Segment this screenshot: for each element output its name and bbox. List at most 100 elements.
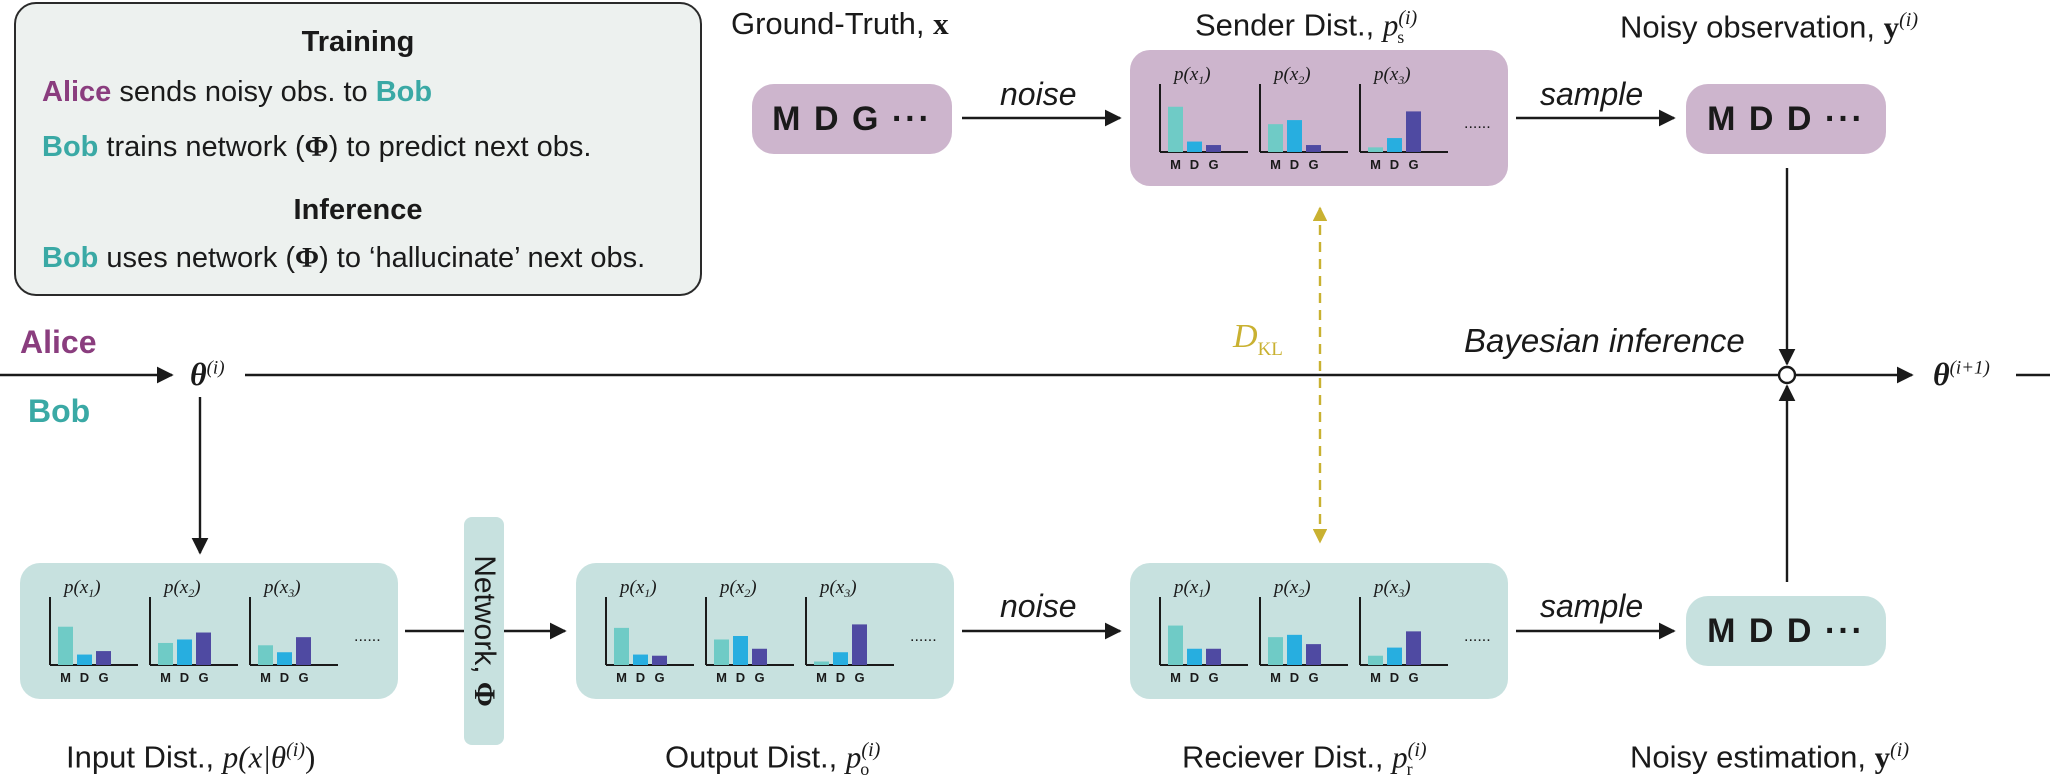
- superscript-i: (i): [1890, 739, 1910, 761]
- hist-header-sub: 1: [88, 586, 94, 600]
- hist-header-sub: 1: [1198, 73, 1204, 87]
- hist-header: p(x2): [162, 577, 201, 600]
- hist-header: p(x3): [262, 577, 301, 600]
- hist-bar-d: [833, 652, 848, 665]
- hist-category-label: D: [1290, 670, 1299, 685]
- hist-header-sub: 2: [188, 586, 194, 600]
- legend-box: Training Alice sends noisy obs. to Bob B…: [14, 2, 702, 296]
- sample-label-top: sample: [1540, 76, 1644, 112]
- hist-bar-g: [852, 624, 867, 665]
- receiver-dist-label: Reciever Dist., p(i)r: [1182, 739, 1427, 778]
- hist-category-label: M: [716, 670, 727, 685]
- hist-bar-d: [733, 636, 748, 665]
- hist-category-label: M: [60, 670, 71, 685]
- training-title: Training: [301, 26, 415, 58]
- hist-bar-d: [1387, 138, 1402, 152]
- bob-word: Bob: [375, 76, 433, 108]
- hist-header: p(x3): [1372, 64, 1411, 87]
- hist-header: p(x2): [1272, 577, 1311, 600]
- hist-header-sub: 1: [1198, 586, 1204, 600]
- hist-bar-m: [158, 642, 173, 665]
- hist-bar-g: [1306, 145, 1321, 152]
- network-box: [464, 517, 504, 745]
- hist-category-label: M: [160, 670, 171, 685]
- hist-ellipsis: ......: [1464, 115, 1491, 132]
- hist-header: p(x2): [1272, 64, 1311, 87]
- hist-header-sub: 2: [1298, 73, 1304, 87]
- hist-category-label: G: [1208, 670, 1218, 685]
- hist-ellipsis: ......: [354, 628, 381, 645]
- p-symbol: p: [845, 739, 862, 775]
- hist-category-label: M: [816, 670, 827, 685]
- dkl-label: DKL: [1233, 320, 1283, 359]
- hist-ellipsis: ......: [1464, 628, 1491, 645]
- legend-text: trains network (: [98, 131, 305, 163]
- hist-bar-d: [1387, 647, 1402, 665]
- output-dist-label: Output Dist., p(i)o: [665, 739, 880, 778]
- inference-title: Inference: [293, 194, 423, 226]
- hist-bar-g: [1406, 631, 1421, 665]
- noisy-observation-sequence: M D D ···: [1686, 84, 1886, 154]
- hist-category-label: D: [1290, 157, 1299, 172]
- superscript-i1: (i+1): [1949, 357, 1990, 379]
- hist-header-sub: 3: [1397, 73, 1404, 87]
- hist-ellipsis: ......: [910, 628, 937, 645]
- hist-category-label: G: [198, 670, 208, 685]
- hist-bar-g: [96, 651, 111, 665]
- hist-header: p(x2): [718, 577, 757, 600]
- p-symbol: p: [1382, 7, 1399, 43]
- hist-bar-d: [177, 639, 192, 665]
- hist-header-close: ): [1303, 577, 1310, 598]
- hist-bar-g: [1306, 644, 1321, 665]
- p-symbol: p: [1392, 739, 1408, 775]
- hist-category-label: M: [1170, 670, 1181, 685]
- network-label: Network, Φ: [467, 555, 501, 707]
- hist-bar-g: [1206, 145, 1221, 152]
- x-symbol: x: [933, 6, 949, 41]
- superscript-i: (i): [1407, 739, 1427, 761]
- hist-header: p(x1): [1172, 577, 1211, 600]
- input-text: Input Dist.,: [66, 739, 223, 775]
- hist-bar-d: [1287, 634, 1302, 665]
- hist-bar-d: [1187, 141, 1202, 152]
- hist-category-label: M: [1270, 157, 1281, 172]
- hist-header: p(x1): [618, 577, 657, 600]
- hist-header-close: ): [1403, 64, 1410, 85]
- hist-bar-m: [1368, 147, 1383, 152]
- hist-header-close: ): [1303, 64, 1310, 85]
- hist-category-label: G: [1208, 157, 1218, 172]
- hist-header-sub: 3: [287, 586, 294, 600]
- legend-text: ) to ‘hallucinate’ next obs.: [319, 242, 646, 274]
- hist-bar-g: [296, 637, 311, 665]
- sample-label-bottom: sample: [1540, 588, 1644, 624]
- hist-header: p(x1): [62, 577, 101, 600]
- hist-header-sub: 2: [744, 586, 750, 600]
- hist-bar-m: [58, 626, 73, 665]
- output-text: Output Dist.,: [665, 739, 846, 775]
- noise-label-top: noise: [1000, 76, 1077, 112]
- hist-bar-m: [614, 627, 629, 665]
- legend-line-bob-uses: Bob uses network (Φ) to ‘hallucinate’ ne…: [42, 242, 645, 275]
- bayesian-inference-label: Bayesian inference: [1464, 322, 1745, 359]
- theta-i-label: θ(i): [190, 358, 225, 390]
- legend-text: uses network (: [98, 242, 296, 274]
- bayes-node: [1777, 365, 1797, 385]
- hist-bar-g: [1406, 111, 1421, 152]
- hist-category-label: G: [1408, 157, 1418, 172]
- theta-i1-label: θ(i+1): [1933, 358, 1990, 390]
- bob-word: Bob: [42, 242, 99, 274]
- hist-header-sub: 3: [843, 586, 850, 600]
- noisy-est-text: Noisy estimation,: [1630, 739, 1875, 775]
- alice-label: Alice: [20, 324, 97, 360]
- y-symbol: y: [1883, 9, 1900, 45]
- receiver-text: Reciever Dist.,: [1182, 739, 1393, 775]
- hist-category-label: M: [1270, 670, 1281, 685]
- dkl-d: D: [1233, 318, 1258, 355]
- bob-word: Bob: [42, 131, 99, 163]
- hist-header-sub: 3: [1397, 586, 1404, 600]
- hist-header-close: ): [193, 577, 200, 598]
- sender-text: Sender Dist.,: [1195, 7, 1383, 43]
